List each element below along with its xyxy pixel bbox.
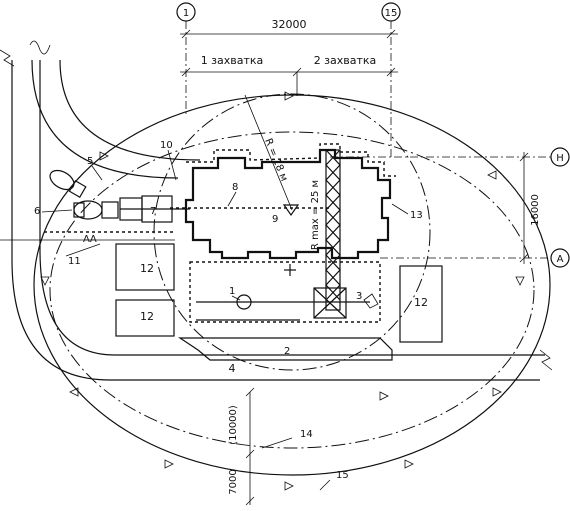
zone-flags bbox=[40, 91, 525, 491]
svg-text:1: 1 bbox=[183, 8, 189, 19]
svg-text:(10000): (10000) bbox=[228, 405, 239, 445]
crane-yard bbox=[189, 261, 381, 323]
callout-6: 6 bbox=[34, 206, 40, 217]
storage-area-2 bbox=[115, 299, 175, 337]
svg-text:7000: 7000 bbox=[228, 469, 239, 494]
zone-2-label: 2 захватка bbox=[314, 54, 377, 67]
callout-2: 2 bbox=[284, 346, 290, 357]
svg-text:А: А bbox=[557, 254, 564, 265]
mixer-truck-2 bbox=[49, 169, 87, 199]
mixer-truck-1 bbox=[73, 200, 119, 220]
callout-aa: АА bbox=[83, 234, 97, 245]
dimension-width: 32000 bbox=[180, 18, 398, 39]
axis-marker-15: 15 bbox=[381, 2, 401, 160]
concrete-pump bbox=[119, 195, 190, 223]
radius-line bbox=[244, 94, 293, 211]
axis-marker-1: 1 bbox=[176, 2, 196, 115]
callout-12c: 12 bbox=[414, 296, 428, 309]
dimension-bottom: (10000) 7000 bbox=[228, 387, 255, 506]
axis-marker-h: Н bbox=[330, 147, 570, 167]
callout-15: 15 bbox=[336, 470, 349, 481]
zone-1-label: 1 захватка bbox=[201, 54, 264, 67]
danger-zone-inner bbox=[49, 131, 535, 449]
storage-area-3 bbox=[399, 265, 443, 343]
axis-marker-a: А bbox=[380, 248, 570, 268]
callouts: 1 2 3 5 6 7 8 9 10 11 АА 12 12 12 13 14 … bbox=[34, 140, 428, 491]
callout-12b: 12 bbox=[140, 310, 154, 323]
road: 4 bbox=[0, 40, 553, 381]
callout-14: 14 bbox=[300, 429, 313, 440]
svg-text:15: 15 bbox=[385, 8, 398, 19]
storage-area-1 bbox=[115, 243, 175, 291]
svg-text:Н: Н bbox=[556, 153, 564, 164]
callout-1: 1 bbox=[229, 286, 235, 297]
callout-7: 7 bbox=[150, 206, 156, 217]
crane-mast bbox=[325, 149, 341, 311]
load-marker bbox=[282, 204, 300, 217]
zone-bracket: 1 захватка 2 захватка bbox=[180, 54, 398, 96]
danger-zone-outer bbox=[33, 94, 551, 476]
svg-text:32000: 32000 bbox=[272, 18, 307, 31]
callout-12a: 12 bbox=[140, 262, 154, 275]
callout-8: 8 bbox=[232, 182, 238, 193]
callout-10: 10 bbox=[160, 140, 173, 151]
callout-13: 13 bbox=[410, 210, 423, 221]
r-max-label: R max = 25 м bbox=[310, 180, 321, 250]
dimension-height: 16000 bbox=[519, 152, 541, 264]
building-outline bbox=[184, 148, 392, 260]
callout-11: 11 bbox=[68, 256, 81, 267]
callout-5: 5 bbox=[87, 156, 93, 167]
callout-4: 4 bbox=[229, 362, 236, 375]
callout-9: 9 bbox=[272, 214, 278, 225]
platform-outline bbox=[178, 337, 393, 361]
svg-text:16000: 16000 bbox=[530, 194, 541, 226]
building-inner-outline bbox=[186, 143, 396, 177]
callout-3: 3 bbox=[356, 291, 362, 302]
